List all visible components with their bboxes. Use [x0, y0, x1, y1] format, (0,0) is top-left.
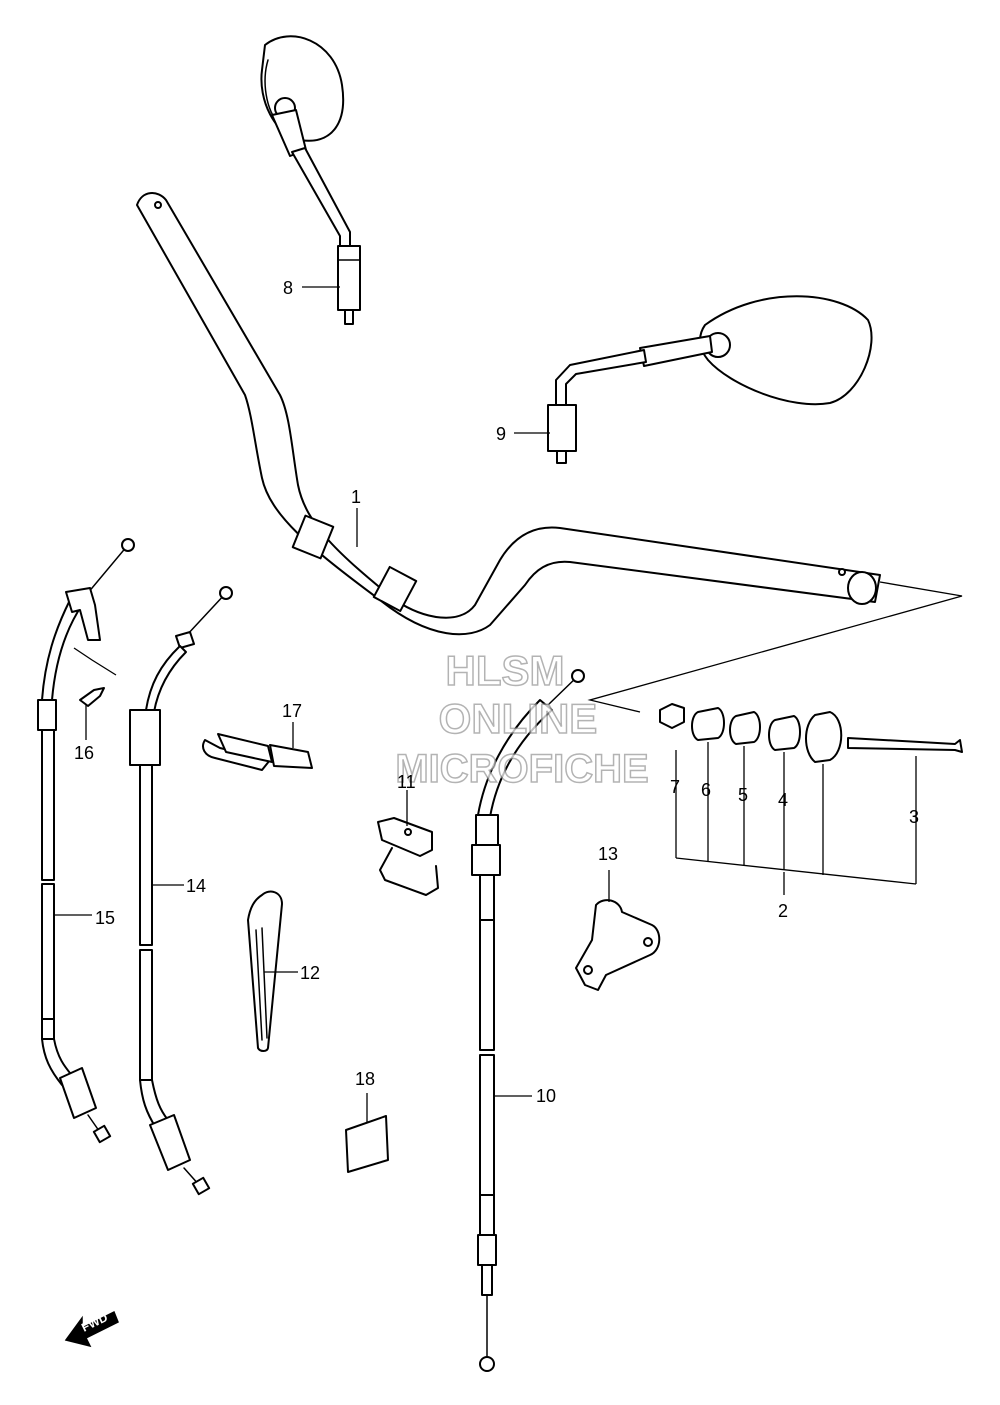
- callout-14: 14: [186, 876, 206, 896]
- clip-17: [202, 722, 313, 771]
- screw-16: [73, 647, 117, 740]
- throttle-cable-1: [37, 538, 135, 1144]
- callout-2: 2: [778, 901, 788, 921]
- callout-11: 11: [397, 772, 416, 792]
- callout-labels: 1 2 3 4 5 6 7 8 9 10 11 12 13 14 15 16 1…: [74, 278, 919, 1106]
- callout-9: 9: [496, 424, 506, 444]
- callout-15: 15: [95, 908, 115, 928]
- callout-1: 1: [351, 487, 361, 507]
- callout-3: 3: [909, 807, 919, 827]
- callout-17: 17: [282, 701, 302, 721]
- mirror-left: [260, 35, 361, 325]
- watermark-line3: MICROFICHE: [395, 747, 648, 791]
- fwd-arrow-icon: FWD: [64, 1310, 119, 1348]
- mirror-right: [547, 295, 873, 464]
- callout-13: 13: [598, 844, 618, 864]
- callout-7: 7: [670, 777, 680, 797]
- handlebar: [136, 192, 881, 636]
- watermark-line1: HLSM: [446, 647, 565, 694]
- callout-8: 8: [283, 278, 293, 298]
- cable-tie-12: [247, 890, 298, 1052]
- callout-12: 12: [300, 963, 320, 983]
- bracket-13: [575, 870, 661, 991]
- callout-18: 18: [355, 1069, 375, 1089]
- callout-4: 4: [778, 790, 788, 810]
- bar-end-assembly: [659, 703, 963, 895]
- label-18: [345, 1093, 389, 1173]
- throttle-cable-2: [129, 586, 233, 1196]
- clutch-cable-10: [471, 669, 585, 1372]
- watermark: HLSM ONLINE MICROFICHE: [395, 646, 650, 792]
- watermark-line2: ONLINE: [439, 695, 598, 742]
- clamp-11: [377, 790, 439, 896]
- callout-10: 10: [536, 1086, 556, 1106]
- callout-6: 6: [701, 780, 711, 800]
- callout-5: 5: [738, 785, 748, 805]
- callout-16: 16: [74, 743, 94, 763]
